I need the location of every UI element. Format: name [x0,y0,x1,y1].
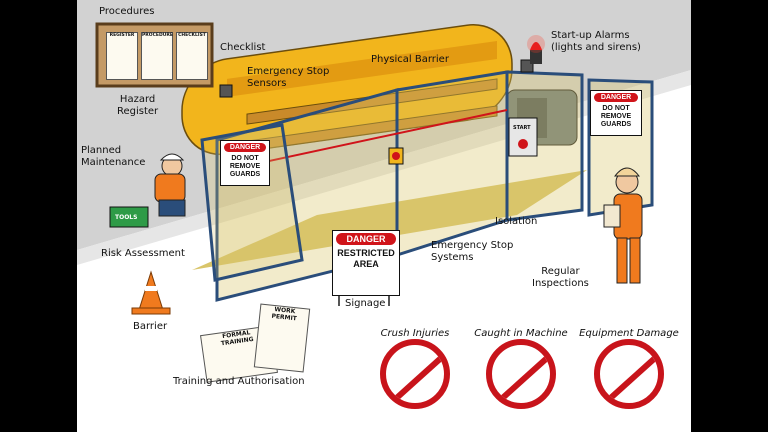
procedure-doc: PROCEDURE [141,32,173,80]
hazard-caught-in-machine: Caught in Machine [473,328,569,409]
label-procedures: Procedures [99,6,155,17]
label-isolation: Isolation [495,216,538,227]
label-physical-barrier: Physical Barrier [371,54,449,65]
no-entry-icon [594,339,664,409]
label-barrier: Barrier [133,321,168,332]
hazard-crush-injuries-label: Crush Injuries [380,328,450,339]
checklist-doc: CHECKLIST [176,32,208,80]
no-entry-icon [486,339,556,409]
emergency-stop-button [392,152,400,160]
danger-guards-sign-right: DANGER DO NOT REMOVE GUARDS [590,90,642,136]
maintenance-worker [154,153,186,217]
tools-box [109,206,149,228]
machine-scene [95,22,654,315]
hazard-crush-injuries: Crush Injuries [367,328,463,409]
label-planned-maintenance: Planned Maintenance [81,145,146,168]
start-button-label: START [513,125,531,131]
machine-base [192,170,587,270]
label-hazard-register: Hazard Register [117,94,159,117]
inspector-worker [603,167,643,284]
tools-box-label: TOOLS [115,214,138,221]
label-startup-alarms: Start-up Alarms (lights and sirens) [551,30,641,53]
restricted-area-sign: DANGER RESTRICTED AREA [332,230,400,296]
work-permit-doc: WORK PERMIT [253,303,311,373]
label-signage: Signage [345,298,386,309]
alarm-beacon [527,35,545,64]
pull-wire [226,109,508,171]
label-emergency-stop-sensors: Emergency Stop Sensors [247,66,330,89]
no-entry-icon [380,339,450,409]
label-training-authorisation: Training and Authorisation [173,376,305,387]
label-regular-inspections: Regular Inspections [532,266,589,289]
hazard-equipment-damage-label: Equipment Damage [579,328,679,339]
hazard-caught-in-machine-label: Caught in Machine [474,328,568,339]
illustration-panel: REGISTER PROCEDURE CHECKLIST DANGER DO N… [77,0,691,432]
start-panel-button [518,139,528,149]
label-checklist: Checklist [220,42,266,53]
danger-guards-sign-left: DANGER DO NOT REMOVE GUARDS [220,140,270,186]
label-risk-assessment: Risk Assessment [101,248,185,259]
label-emergency-stop-systems: Emergency Stop Systems [431,240,514,263]
hazard-equipment-damage: Equipment Damage [579,328,679,409]
estop-sensor [219,84,233,98]
register-doc: REGISTER [106,32,138,80]
traffic-cone [131,270,171,315]
start-panel [508,117,538,157]
